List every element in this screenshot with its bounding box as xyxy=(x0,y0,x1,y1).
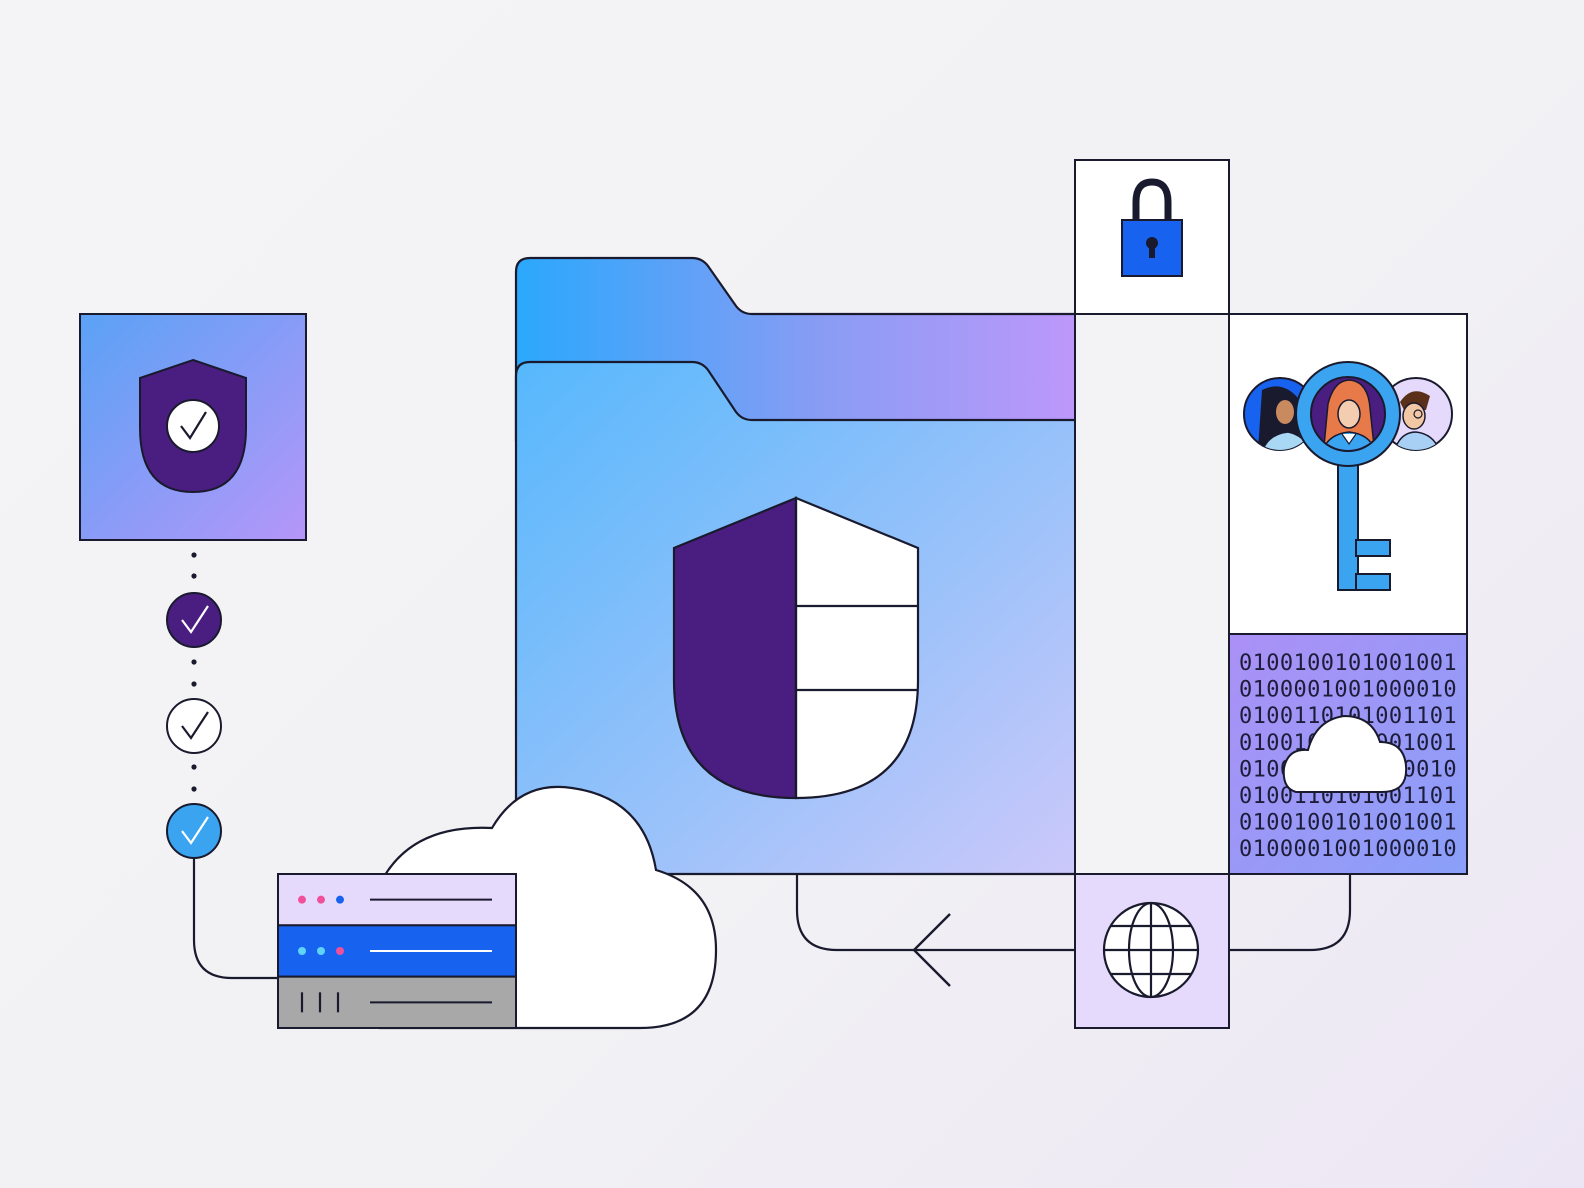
middle-column-panel xyxy=(1074,313,1230,875)
lock-icon xyxy=(1121,178,1183,277)
key-icon xyxy=(1295,361,1401,591)
arrow-left-icon xyxy=(912,913,951,987)
shield-card xyxy=(79,313,307,541)
globe-icon xyxy=(1102,901,1200,999)
server-icon xyxy=(277,873,517,1029)
folder-icon xyxy=(514,256,1079,876)
checklist xyxy=(166,592,222,859)
globe-panel xyxy=(1074,873,1230,1029)
binary-line: 0100100101001001 xyxy=(1239,651,1457,676)
binary-line: 0100100101001001 xyxy=(1239,811,1457,836)
binary-line: 0100001001000010 xyxy=(1239,837,1457,862)
status-dot xyxy=(317,895,325,904)
status-dot xyxy=(298,895,306,904)
check-icon xyxy=(166,592,222,648)
status-dot xyxy=(298,946,306,955)
checklist-to-server-line xyxy=(192,858,278,980)
status-dot xyxy=(336,946,344,955)
avatar xyxy=(1243,377,1317,451)
server-row xyxy=(277,975,517,1029)
folder-to-globe-line xyxy=(795,874,1075,952)
lock-panel xyxy=(1074,159,1230,315)
check-icon xyxy=(166,803,222,859)
binary-panel: 0100100101001001010000100100001001001101… xyxy=(1228,633,1468,875)
cloud-icon xyxy=(1282,714,1408,793)
status-dot xyxy=(336,895,344,904)
binary-line: 0100001001000010 xyxy=(1239,678,1457,703)
server-row xyxy=(277,873,517,927)
binary-to-globe-line xyxy=(1229,874,1352,952)
connector-lines xyxy=(192,858,1352,980)
shield-icon xyxy=(672,496,920,800)
check-icon xyxy=(166,698,222,754)
shield-check-icon xyxy=(139,358,247,494)
key-panel xyxy=(1228,313,1468,635)
status-dot xyxy=(317,946,325,955)
server-row xyxy=(277,924,517,978)
checklist-dotted-line xyxy=(191,552,197,792)
